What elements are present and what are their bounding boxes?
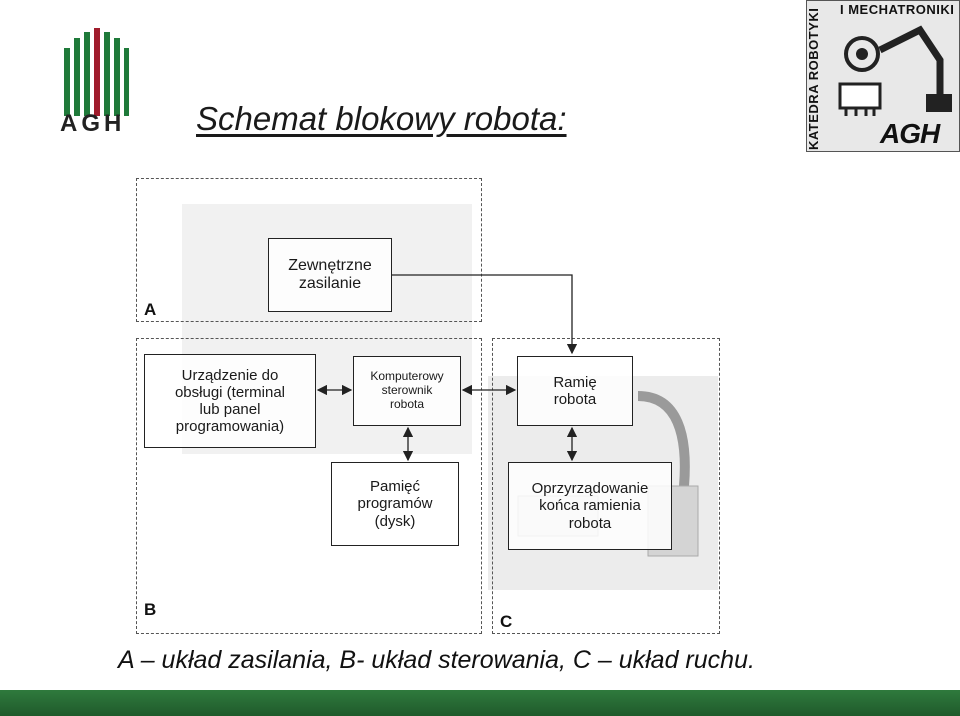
region-b: [136, 338, 482, 634]
footer-bar: [0, 690, 960, 716]
region-a-label: A: [144, 300, 157, 319]
region-c: [492, 338, 720, 634]
katedra-emblem-icon: [806, 0, 960, 152]
katedra-top-text: I MECHATRONIKI: [840, 2, 955, 17]
agh-logo-text: AGH: [60, 110, 126, 137]
region-a: [136, 178, 482, 322]
block-robot-controller: Komputerowy sterownik robota: [353, 356, 461, 426]
agh-logo-icon: [64, 28, 129, 116]
diagram-caption: A – układ zasilania, B- układ sterowania…: [118, 646, 755, 674]
block-robot-arm: Ramię robota: [517, 356, 633, 426]
block-end-effector: Oprzyrządowanie końca ramienia robota: [508, 462, 672, 550]
region-c-label: C: [500, 612, 513, 631]
block-external-power: Zewnętrzne zasilanie: [268, 238, 392, 312]
block-program-memory: Pamięć programów (dysk): [331, 462, 459, 546]
katedra-agh-text: AGH: [880, 118, 940, 149]
robot-arm-emblem-icon: [838, 25, 952, 116]
page-title: Schemat blokowy robota:: [196, 100, 567, 137]
region-b-label: B: [144, 600, 157, 619]
block-programming-terminal: Urządzenie do obsługi (terminal lub pane…: [144, 354, 316, 448]
